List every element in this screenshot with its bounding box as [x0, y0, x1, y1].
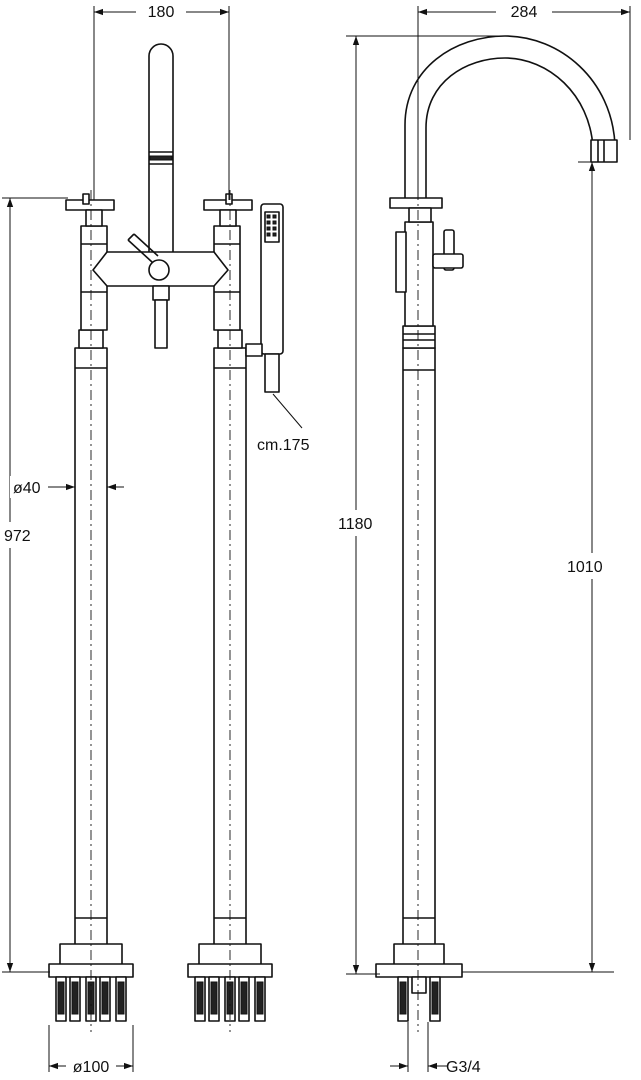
anchor-studs — [55, 976, 266, 1022]
side-gooseneck-spout — [404, 35, 618, 198]
front-view: 180 972 ø40 ø100 cm.175 — [0, 1, 310, 1077]
side-column — [389, 197, 464, 969]
side-view: 284 1180 1010 G3/4 — [335, 1, 631, 1076]
spout — [148, 43, 174, 257]
dim-284: 284 — [417, 1, 631, 198]
dim-180: 180 — [93, 1, 230, 200]
dim-972: 972 — [0, 197, 68, 973]
hand-shower — [245, 203, 284, 393]
hose-length-callout: cm.175 — [257, 393, 310, 454]
dim-1180: 1180 — [335, 35, 500, 975]
dim-label-1010: 1010 — [567, 559, 603, 576]
dim-label-1180: 1180 — [338, 516, 373, 533]
dim-label-972: 972 — [4, 528, 31, 545]
side-base-plate — [375, 963, 463, 978]
dim-label-diameter-40: ø40 — [13, 480, 41, 497]
hose-length-label: cm.175 — [257, 437, 310, 454]
dim-diameter-40: ø40 — [10, 476, 124, 498]
dim-label-284: 284 — [511, 4, 538, 21]
dim-1010: 1010 — [462, 161, 619, 973]
side-anchor-studs — [397, 976, 441, 1022]
dim-label-thread: G3/4 — [446, 1059, 481, 1076]
mixer-body — [92, 233, 229, 349]
dim-thread-g34: G3/4 — [390, 1022, 481, 1076]
dim-label-diameter-100: ø100 — [73, 1059, 110, 1076]
dim-label-180: 180 — [148, 4, 175, 21]
dim-diameter-100: ø100 — [48, 1025, 134, 1077]
